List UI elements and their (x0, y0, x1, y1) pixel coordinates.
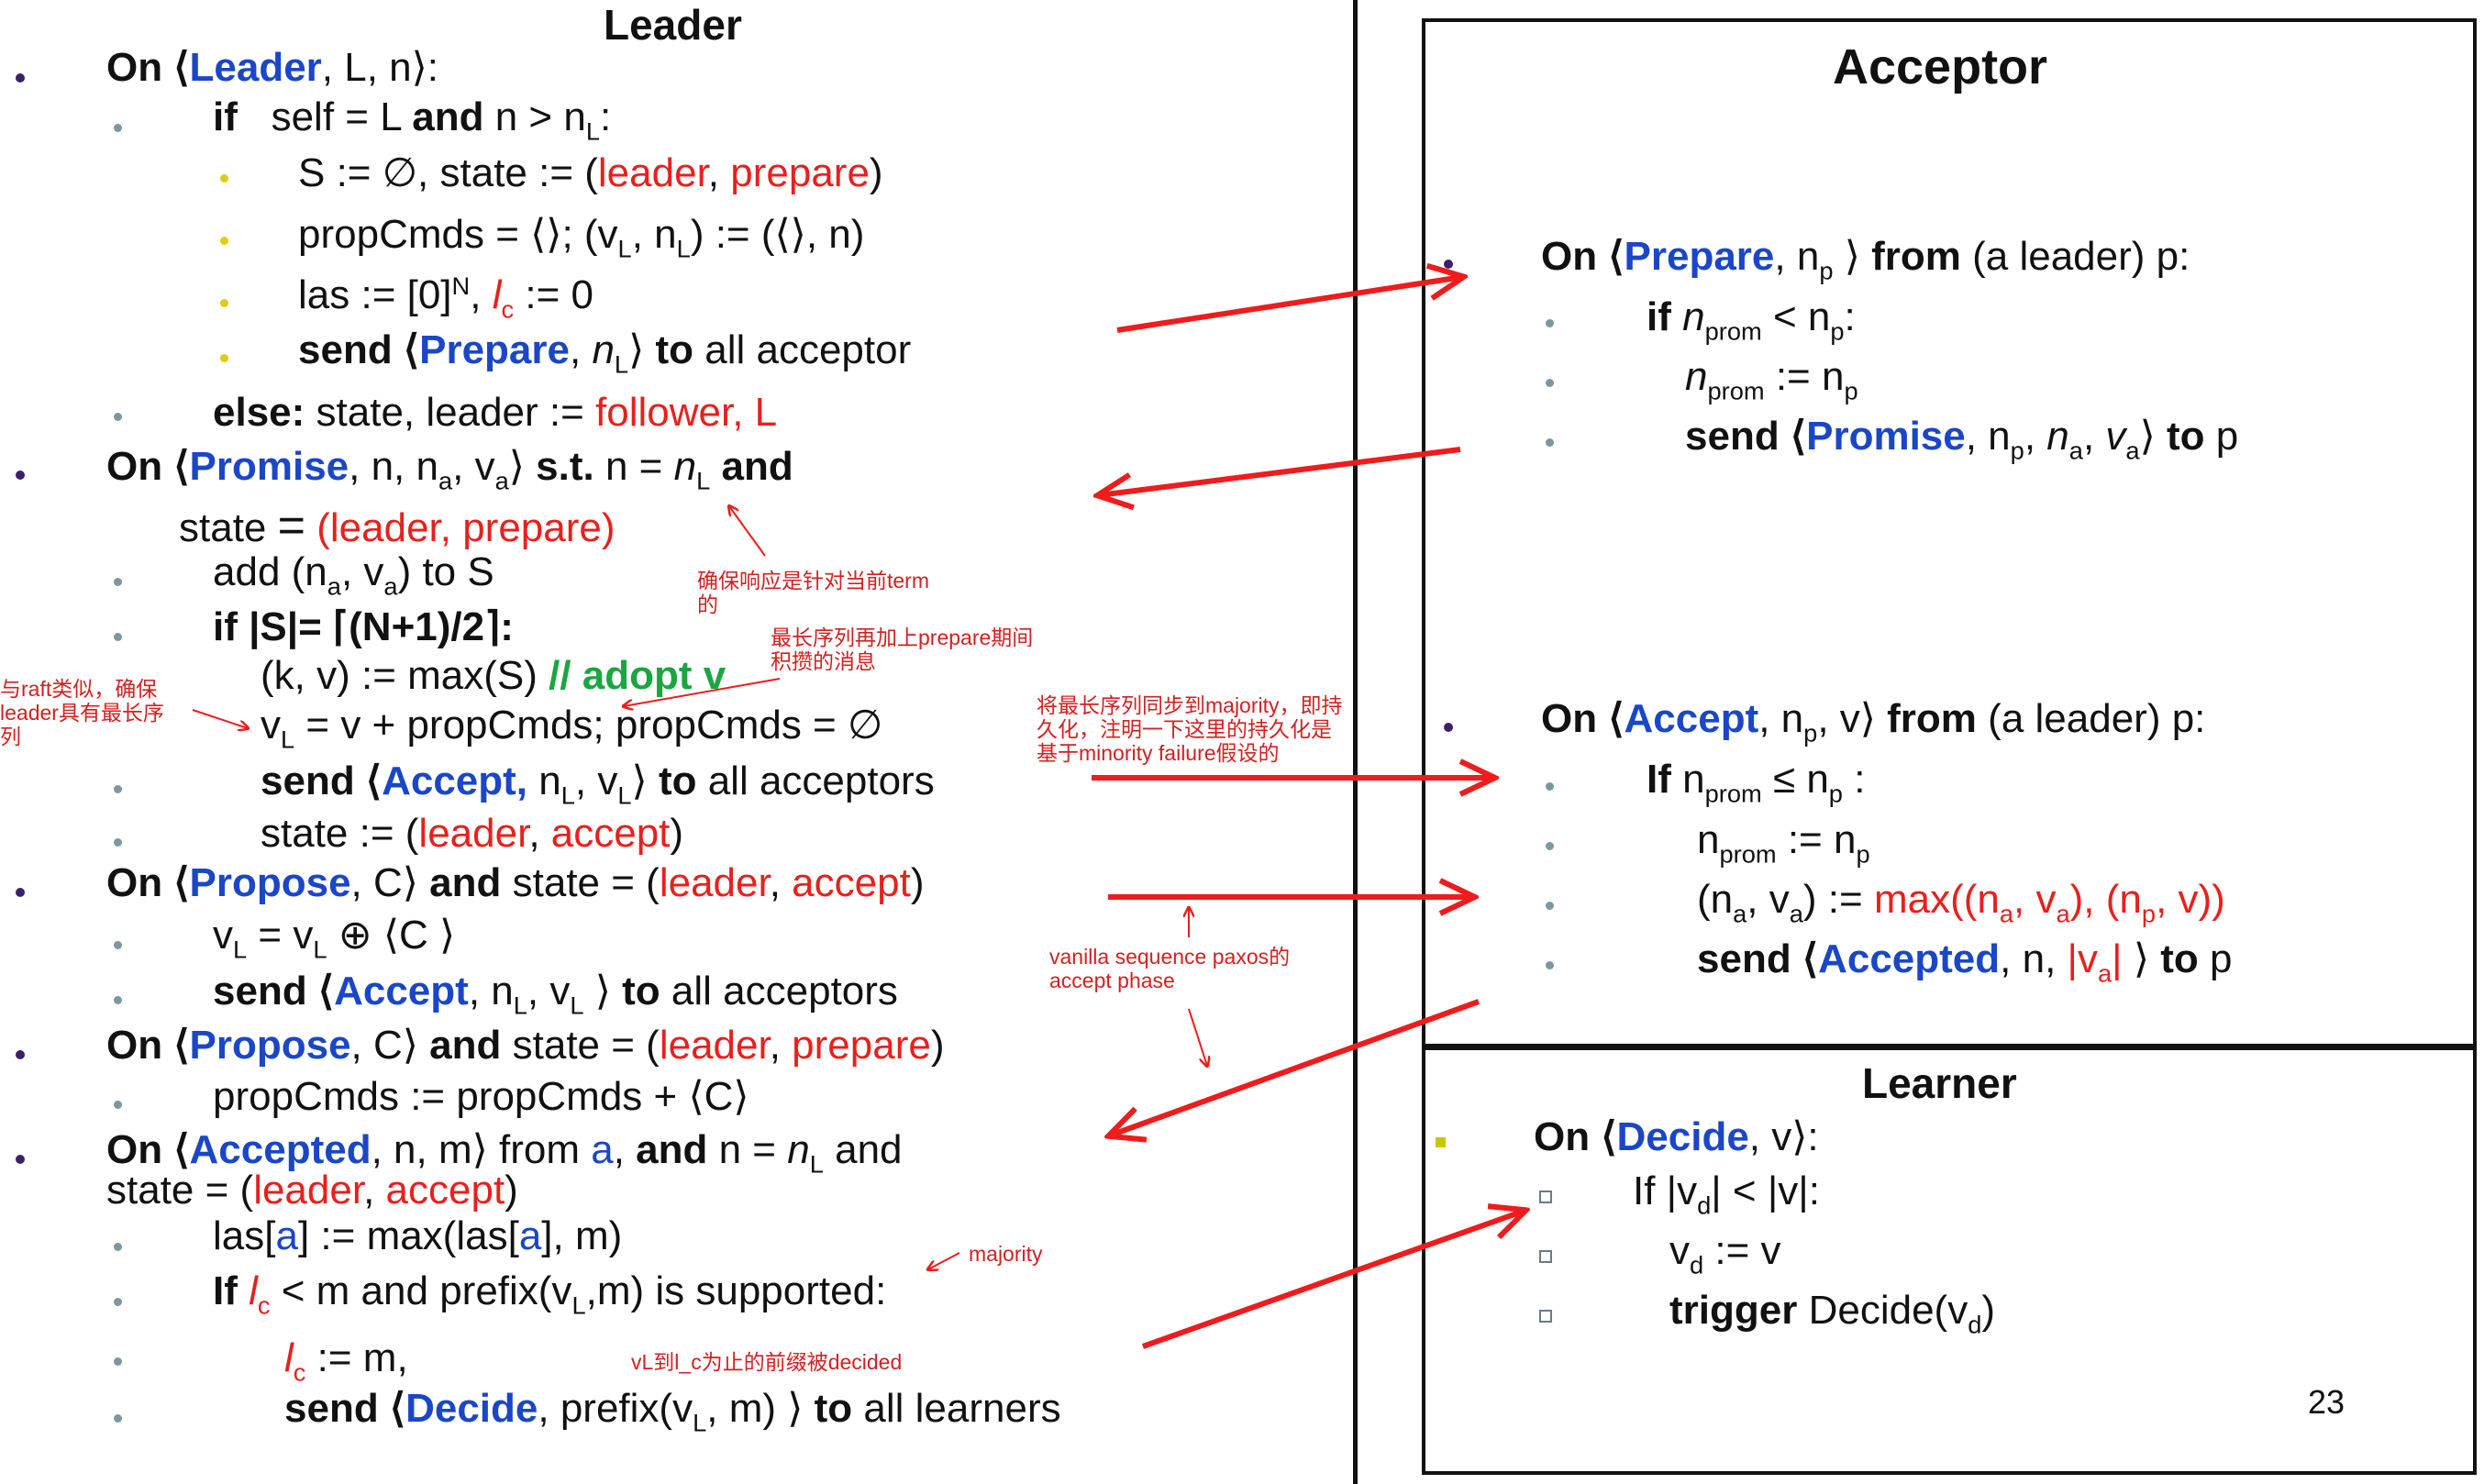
bullet (114, 578, 122, 586)
bullet (114, 413, 122, 421)
else-line: else: state, leader := follower, L (213, 390, 778, 435)
bullet (1546, 379, 1554, 387)
bullet (114, 1414, 122, 1423)
bullet (114, 1243, 122, 1251)
bullet (220, 237, 228, 245)
propcmds-add-line: propCmds := propCmds + ⟨C⟩ (213, 1074, 749, 1119)
on-promise-line: On ⟨Promise, n, na, va⟩ s.t. n = nL and (106, 444, 793, 495)
send-accept1-line: send ⟨Accept, nL, vL⟩ to all acceptors (261, 759, 935, 810)
on-leader-line: On ⟨Leader, L, n⟩: (106, 45, 439, 90)
annotation-vl-prefix: vL到l_c为止的前缀被decided (631, 1350, 903, 1374)
bullet (1539, 1191, 1552, 1203)
learner-title: Learner (1862, 1059, 2017, 1107)
vertical-divider (1353, 0, 1358, 1484)
lc-m-line: lc := m, (284, 1335, 408, 1387)
las-line: las := [0]N, lc := 0 (298, 271, 593, 324)
annotation-raft-like: 与raft类似，确保leader具有最长序列 (0, 677, 164, 748)
bullet (114, 996, 122, 1004)
bullet (1546, 319, 1554, 327)
annotation-arrow-raft (192, 709, 248, 728)
leader-title: Leader (604, 1, 742, 49)
bullet (1444, 260, 1453, 269)
on-prepare-line: On ⟨Prepare, np ⟩ from (a leader) p: (1541, 234, 2190, 285)
annotation-arrow-vanilla-down (1188, 1008, 1207, 1066)
bullet (114, 1298, 122, 1306)
annotation-arrow-term (729, 506, 766, 557)
acceptor-box (1422, 18, 2477, 1050)
bullet (1436, 1137, 1446, 1147)
send-promise-line: send ⟨Promise, np, na, va⟩ to p (1685, 414, 2239, 465)
send-accept2-line: send ⟨Accept, nL, vL ⟩ to all acceptors (213, 969, 898, 1020)
bullet (16, 1155, 25, 1164)
bullet (1539, 1250, 1552, 1263)
add-line: add (na, va) to S (213, 549, 494, 601)
bullet (1546, 902, 1554, 910)
page-number: 23 (2308, 1383, 2345, 1421)
if-nprom2-line: If nprom ≤ np : (1647, 757, 1866, 808)
bullet (220, 174, 228, 183)
bullet (1539, 1310, 1552, 1323)
if-self-line: if self = L and n > nL: (213, 94, 612, 146)
on-decide-line: On ⟨Decide, v⟩: (1534, 1114, 1819, 1159)
bullet (114, 633, 122, 641)
on-propose2-line: On ⟨Propose, C⟩ and state = (leader, pre… (106, 1023, 945, 1068)
s-state-line: S := ∅, state := (leader, prepare) (298, 150, 883, 195)
bullet (114, 838, 122, 847)
bullet (1546, 438, 1554, 447)
if-lc-line: If lc < m and prefix(vL,m) is supported: (213, 1268, 887, 1320)
trigger-line: trigger Decide(vd) (1669, 1288, 1996, 1339)
bullet (16, 73, 25, 83)
on-propose1-line: On ⟨Propose, C⟩ and state = (leader, acc… (106, 860, 925, 905)
state-accept1-line: state := (leader, accept) (261, 811, 684, 856)
vl-line: vL = v + propCmds; propCmds = ∅ (261, 703, 883, 754)
arrow-promise (1099, 447, 1461, 495)
state-eq-line: state = (leader, prepare) (179, 499, 615, 552)
bullet (1546, 782, 1554, 791)
on-accepted-line: On ⟨Accepted, n, m⟩ from a, and n = nL a… (106, 1127, 903, 1179)
vd-set-line: vd := v (1669, 1228, 1781, 1279)
nprom-set-line: nprom := np (1685, 354, 1858, 405)
state-accept2-line: state = (leader, accept) (106, 1168, 518, 1213)
bullet (220, 299, 228, 307)
annotation-sync-majority: 将最长序列同步到majority，即持久化，注明一下这里的持久化是基于minor… (1037, 693, 1343, 765)
if-s-line: if |S|= ⌈(N+1)/2⌉: (213, 604, 514, 649)
nprom-set2-line: nprom := np (1697, 817, 1870, 869)
vl-concat-line: vL = vL ⊕ ⟨C ⟩ (213, 913, 456, 964)
send-decide-line: send ⟨Decide, prefix(vL, m) ⟩ to all lea… (284, 1386, 1061, 1437)
if-vd-line: If |vd| < |v|: (1633, 1168, 1820, 1220)
annotation-term: 确保响应是针对当前term的 (697, 569, 929, 616)
bullet (16, 1050, 25, 1059)
arrow-prepare (1116, 277, 1462, 333)
bullet (114, 124, 122, 132)
annotation-arrow-majority (928, 1252, 960, 1269)
max-s-line: (k, v) := max(S) // adopt v (261, 653, 726, 698)
bullet (114, 1101, 122, 1109)
las-max-line: las[a] := max(las[a], m) (213, 1213, 623, 1258)
propcmds-line: propCmds = ⟨⟩; (vL, nL) := (⟨⟩, n) (298, 212, 865, 263)
bullet (114, 785, 122, 793)
bullet (1546, 842, 1554, 850)
bullet (114, 1357, 122, 1366)
bullet (16, 471, 25, 480)
annotation-vanilla: vanilla sequence paxos的accept phase (1049, 945, 1291, 992)
bullet (114, 941, 122, 949)
send-prepare-line: send ⟨Prepare, nL⟩ to all acceptor (298, 327, 912, 379)
annotation-majority: majority (969, 1242, 1043, 1266)
on-accept-line: On ⟨Accept, np, v⟩ from (a leader) p: (1541, 696, 2206, 748)
if-nprom-line: if nprom < np: (1647, 294, 1856, 346)
acceptor-title: Acceptor (1833, 39, 2048, 94)
annotation-longest-prepare: 最长序列再加上prepare期间积攒的消息 (771, 626, 1034, 673)
bullet (220, 354, 228, 362)
bullet (1444, 723, 1453, 732)
bullet (16, 888, 25, 897)
na-va-line: (na, va) := max((na, va), (np, v)) (1697, 877, 2225, 928)
bullet (1546, 961, 1554, 969)
send-accepted-line: send ⟨Accepted, n, |va| ⟩ to p (1697, 936, 2233, 988)
